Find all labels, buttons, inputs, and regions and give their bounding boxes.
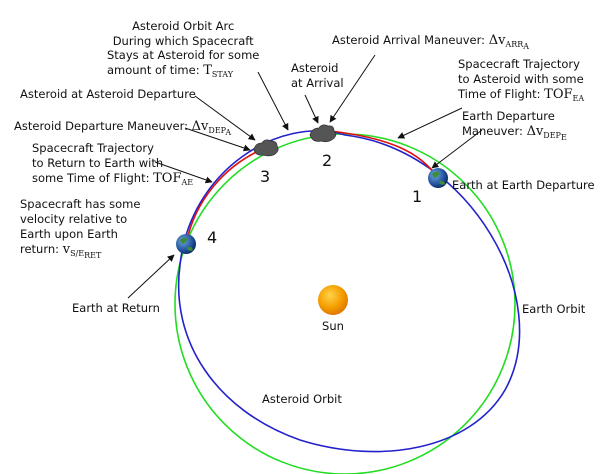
label-traj-to-earth: Spacecraft Trajectory to Return to Earth…: [32, 141, 193, 187]
arrow-asteroid-at-arrival: [304, 94, 319, 124]
earth-orbit-path: [174, 133, 516, 474]
arrow-earth-departure-maneuver: [431, 129, 483, 169]
trajectory-to-asteroid: [329, 130, 439, 179]
label-traj-to-asteroid: Spacecraft Trajectory to Asteroid with s…: [457, 57, 587, 103]
label-earth-departure-maneuver: Earth Departure Maneuver: ΔvDEPE: [462, 109, 567, 142]
label-earth-at-return: Earth at Return: [72, 301, 160, 315]
asteroid-icon: [309, 124, 337, 143]
stage-number-3: 3: [260, 167, 270, 186]
label-asteroid-orbit: Asteroid Orbit: [262, 392, 342, 406]
arrow-arrival-maneuver: [329, 54, 376, 123]
sun-label: Sun: [322, 319, 344, 333]
arrow-traj-to-earth: [154, 161, 213, 184]
arrow-asteroid-at-departure: [194, 95, 256, 141]
stage-number-1: 1: [412, 187, 422, 206]
arrow-departure-maneuver: [184, 127, 251, 152]
label-earth-orbit: Earth Orbit: [522, 302, 586, 316]
label-velocity-note: Spacecraft has some velocity relative to…: [20, 197, 144, 260]
earth-icon: [428, 168, 448, 188]
asteroid-icon: [253, 139, 279, 157]
label-asteroid-departure-maneuver: Asteroid Departure Maneuver: ΔvDEPA: [14, 119, 231, 137]
sun-icon: [318, 285, 348, 315]
label-arrival-maneuver: Asteroid Arrival Maneuver: ΔvARRA: [332, 33, 529, 51]
arrow-orbit-arc: [257, 71, 289, 131]
label-earth-at-departure: Earth at Earth Departure: [452, 178, 595, 192]
stage-number-4: 4: [207, 228, 217, 247]
label-asteroid-at-departure: Asteroid at Asteroid Departure: [20, 87, 196, 101]
asteroid-orbit-path: [177, 130, 521, 453]
stage-number-2: 2: [322, 151, 332, 170]
earth-icon: [176, 234, 196, 254]
arrow-earth-at-return: [127, 254, 175, 299]
label-asteroid-at-arrival: Asteroid at Arrival: [291, 61, 344, 90]
arrow-traj-to-asteroid: [397, 107, 463, 139]
label-orbit-arc: Asteroid Orbit Arc During which Spacecra…: [107, 19, 263, 79]
trajectory-to-earth: [185, 147, 266, 245]
